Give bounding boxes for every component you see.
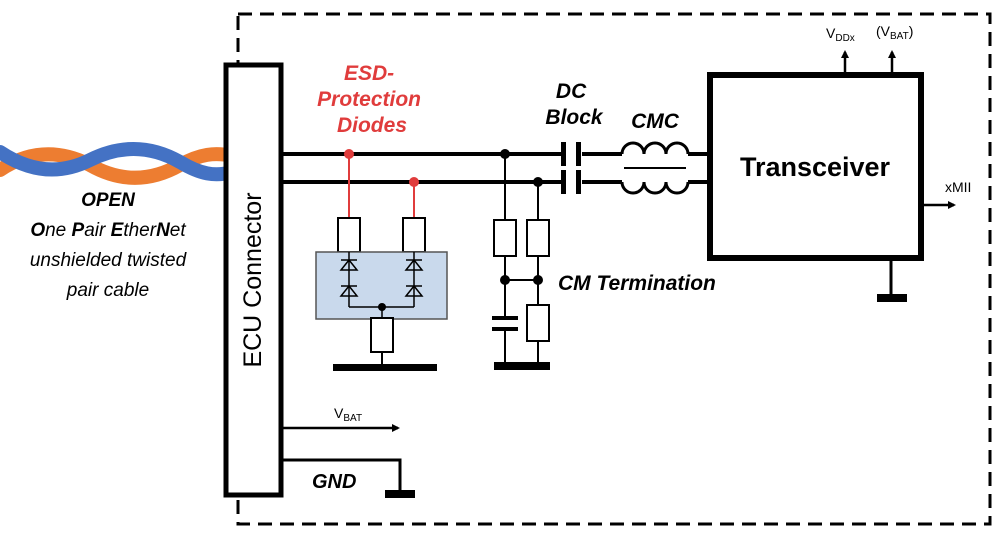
signal-lines <box>283 152 710 184</box>
esd-label: ESD- Protection Diodes <box>317 62 427 137</box>
vbat-transceiver-label: (VBAT) <box>876 23 913 42</box>
termination-capacitor <box>492 316 518 320</box>
ground-bar <box>494 362 550 370</box>
dc-block-capacitors <box>561 142 581 194</box>
termination-resistor <box>526 304 550 342</box>
ground-bar <box>333 364 437 371</box>
ground-bar <box>385 490 415 498</box>
termination-resistor <box>493 219 517 257</box>
supply-arrows <box>841 50 896 73</box>
twisted-pair-cable <box>0 142 239 185</box>
cm-termination-label: CM Termination <box>558 272 716 295</box>
termination-capacitor <box>492 327 518 331</box>
gnd-label: GND <box>312 471 356 493</box>
esd-resistor <box>402 217 426 253</box>
cable-description-line: unshielded twisted <box>30 250 188 271</box>
ground-bar <box>877 294 907 302</box>
xmii-label: xMII <box>945 179 971 195</box>
vbat-label: VBAT <box>334 405 362 424</box>
cable-subtitle: One Pair EtherNet <box>30 220 186 241</box>
transceiver-block <box>707 72 924 261</box>
cm-termination <box>492 149 550 370</box>
cable-title: OPEN <box>81 190 136 211</box>
termination-resistor <box>526 219 550 257</box>
esd-protection <box>315 149 448 371</box>
transceiver-label: Transceiver <box>740 152 891 182</box>
dc-block-label: DC Block <box>545 80 604 129</box>
cmc-label: CMC <box>631 110 680 133</box>
gnd-wire <box>283 458 402 492</box>
cable-description-line: pair cable <box>66 280 149 301</box>
common-mode-choke <box>620 141 690 195</box>
ecu-connector-label: ECU Connector <box>239 192 267 367</box>
esd-resistor <box>337 217 361 253</box>
ecu-connector <box>223 62 284 498</box>
esd-ground-resistor <box>370 317 394 353</box>
vddx-label: VDDx <box>826 25 855 44</box>
